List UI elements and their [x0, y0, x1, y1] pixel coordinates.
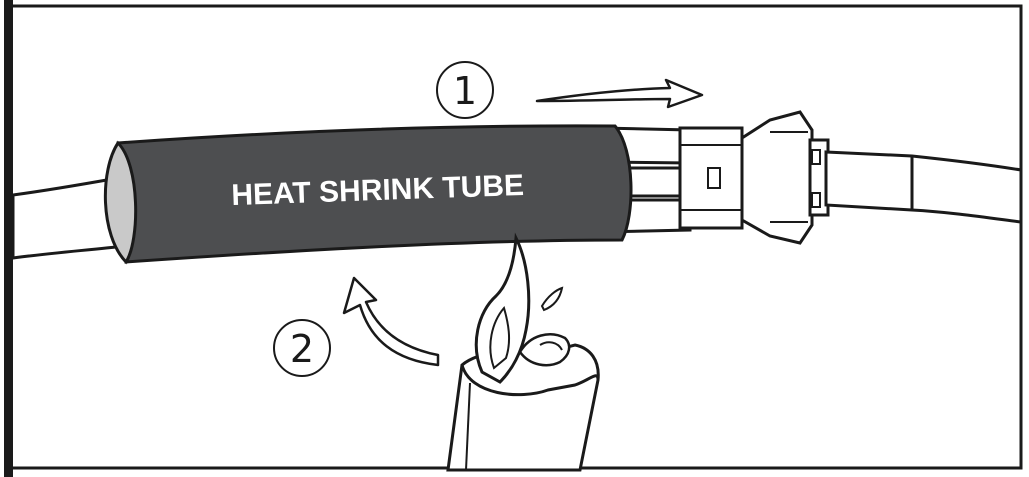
- heat-shrink-tube: HEAT SHRINK TUBE: [103, 124, 633, 265]
- step-2-number: 2: [290, 327, 314, 371]
- flame-icon: [474, 232, 564, 384]
- step-2: 2: [273, 319, 331, 377]
- arrow-right-icon: [535, 78, 704, 109]
- tube-opening: [103, 140, 138, 265]
- step-1: 1: [436, 61, 494, 119]
- arrow-curved-up-icon: [342, 276, 440, 367]
- step-1-circle: [436, 61, 494, 119]
- connector-icon: [678, 110, 830, 245]
- step-2-circle: [273, 319, 331, 377]
- right-cable: [824, 150, 1023, 224]
- step-1-number: 1: [453, 69, 477, 113]
- left-edge-bar: [4, 0, 13, 477]
